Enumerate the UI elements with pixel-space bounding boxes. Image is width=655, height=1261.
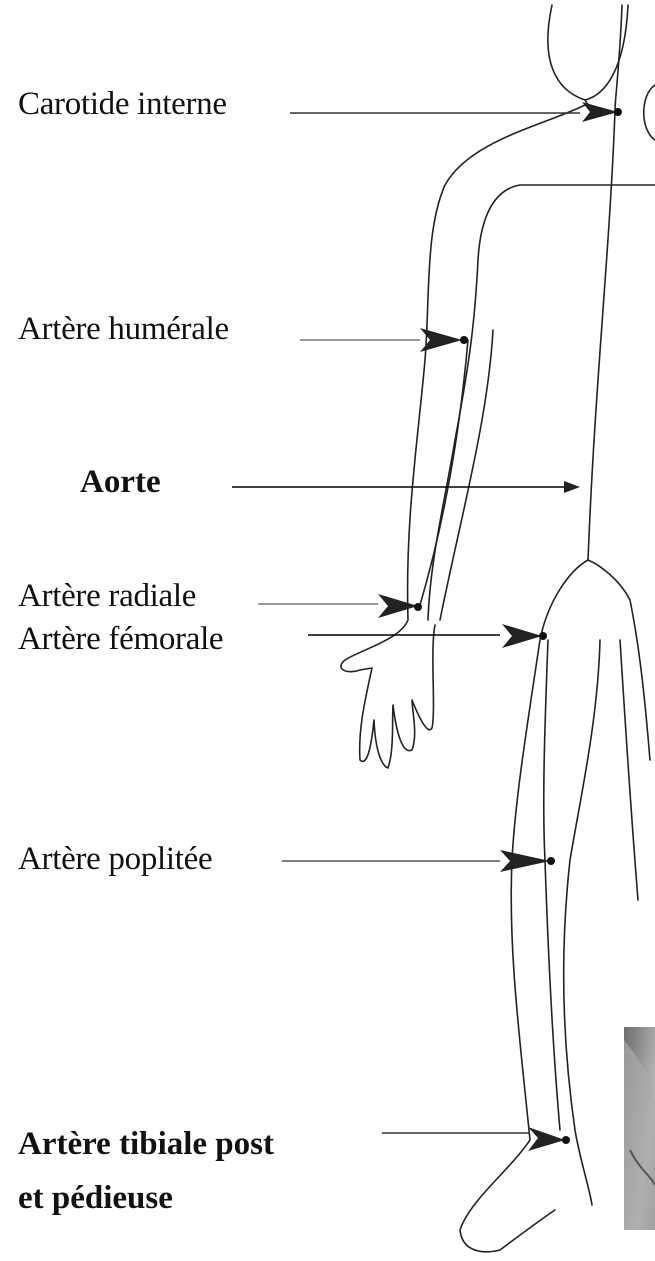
head-outline: [548, 5, 628, 100]
right-leg-outline: [620, 640, 638, 900]
label-popliteal: Artère poplitée: [18, 843, 212, 876]
foot-photo-inset: [624, 1027, 655, 1230]
inner-leg-outline: [564, 640, 600, 1205]
label-carotid: Carotide interne: [18, 88, 227, 121]
label-femoral: Artère fémorale: [18, 623, 223, 656]
femoral-arrowhead: [502, 624, 542, 648]
label-tibial-line2: et pédieuse: [18, 1182, 173, 1215]
torso-midline: [588, 5, 622, 560]
carotid-arrowhead: [582, 102, 618, 122]
tibial-pulse-point: [562, 1136, 570, 1144]
popliteal-pulse-point: [547, 857, 555, 865]
outer-leg-outline: [460, 560, 588, 1252]
neck-gland-outline: [644, 85, 655, 140]
humeral-pulse-point: [460, 336, 468, 344]
arm-outer-outline: [341, 105, 585, 768]
label-radial: Artère radiale: [18, 580, 196, 613]
femoral-pulse-point: [539, 632, 547, 640]
label-humeral: Artère humérale: [18, 313, 229, 346]
aorta-arrowhead: [564, 481, 580, 493]
leg-back-line: [544, 640, 560, 1130]
tibial-arrowhead: [528, 1127, 565, 1151]
label-tibial-line1: Artère tibiale post: [18, 1128, 274, 1161]
forearm-line-2: [420, 340, 468, 605]
radial-pulse-point: [414, 603, 422, 611]
label-aorta: Aorte: [80, 466, 161, 499]
carotid-pulse-point: [614, 108, 622, 116]
radial-arrowhead: [378, 594, 418, 618]
popliteal-arrowhead: [500, 850, 550, 872]
inner-thigh-outline: [588, 560, 650, 760]
